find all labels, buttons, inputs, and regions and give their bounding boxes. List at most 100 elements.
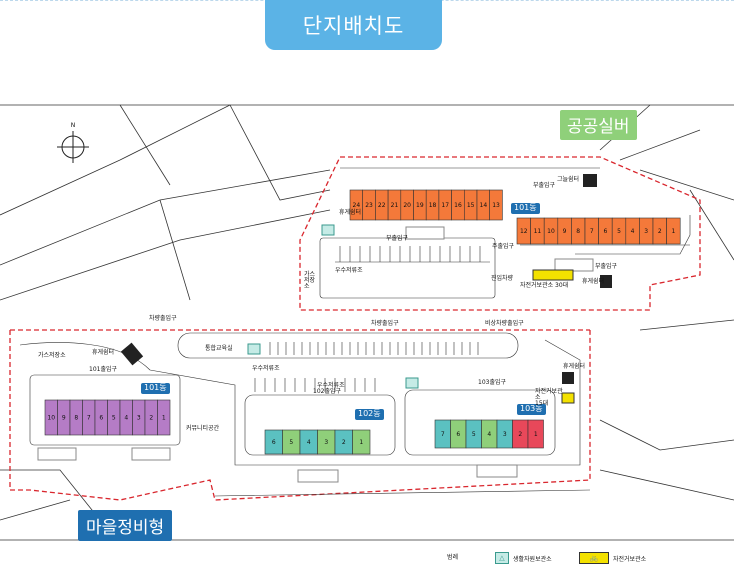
rest-area-right-block: [562, 372, 574, 384]
unit-1: [352, 429, 371, 455]
unit-number: 2: [342, 439, 346, 446]
unit-number: 4: [307, 439, 311, 446]
parking-sign-102: [297, 469, 339, 483]
unit-1: [157, 399, 171, 436]
unit-number: 1: [671, 228, 675, 235]
unit-number: 3: [324, 439, 328, 446]
unit-number: 10: [547, 228, 555, 235]
parking-sign-silver-1: [405, 226, 445, 240]
label-entrance-101: 101출입구: [89, 366, 118, 373]
unit-number: 11: [534, 228, 542, 235]
unit-number: 6: [456, 431, 460, 438]
label-sub-entrance-3: 부출입구: [595, 263, 618, 270]
north-label: N: [71, 122, 76, 129]
label-rain-storage-2: 우수저류조: [252, 365, 280, 372]
unit-number: 14: [480, 202, 488, 209]
unit-number: 3: [503, 431, 507, 438]
unit-number: 5: [472, 431, 476, 438]
unit-number: 3: [137, 415, 141, 422]
bike-storage-village: [561, 392, 575, 404]
label-rest-area-1: 휴게쉼터: [339, 209, 362, 216]
unit-number: 5: [617, 228, 621, 235]
legend-recycle: △ 생활자원보관소: [495, 552, 552, 564]
label-entrance-103: 103출입구: [478, 379, 507, 386]
label-traffic-area: 통합교육실: [205, 345, 233, 352]
legend-recycle-label: 생활자원보관소: [513, 555, 552, 563]
unit-number: 23: [365, 202, 373, 209]
unit-number: 9: [563, 228, 567, 235]
garden-block: [583, 174, 597, 187]
zone-label-silver: 공공실버: [560, 110, 637, 140]
unit-number: 18: [429, 202, 437, 209]
label-rest-area-2: 휴게쉼터: [582, 278, 605, 285]
building-tag-101-village: 101동: [141, 383, 170, 394]
unit-number: 5: [112, 415, 116, 422]
label-main-entrance: 주출입구: [492, 243, 515, 250]
unit-number: 4: [631, 228, 635, 235]
unit-number: 12: [520, 228, 528, 235]
parking-sign-silver-2: [554, 258, 594, 272]
unit-number: 22: [378, 202, 386, 209]
label-gas-storage-left: 가스저장소: [38, 352, 66, 359]
page-title: 단지배치도: [265, 0, 442, 50]
unit-number: 24: [353, 202, 361, 209]
unit-number: 19: [416, 202, 424, 209]
bicycle-icon: 🚲: [579, 552, 609, 564]
unit-number: 1: [359, 439, 363, 446]
label-rest-area-right: 휴게쉼터: [563, 363, 586, 370]
unit-number: 9: [62, 415, 66, 422]
building-tag-103: 103동: [517, 404, 546, 415]
label-vehicle-entrance-left: 차량출입구: [149, 315, 177, 322]
label-sub-entrance-1: 부출입구: [386, 235, 409, 242]
unit-number: 5: [289, 439, 293, 446]
unit-number: 20: [403, 202, 411, 209]
unit-number: 15: [467, 202, 475, 209]
unit-1: [666, 217, 681, 245]
parking-sign-103: [476, 464, 518, 478]
recycle-station-silver: [321, 224, 335, 236]
unit-number: 7: [87, 415, 91, 422]
unit-number: 21: [391, 202, 399, 209]
unit-1: [527, 419, 544, 449]
rest-area-village-block: [120, 342, 144, 366]
north-arrow-icon: [57, 131, 89, 163]
surrounding-roads: [0, 104, 734, 541]
unit-number: 17: [441, 202, 449, 209]
label-bike-storage-30: 자전거보관소 30대: [520, 282, 569, 289]
unit-number: 1: [534, 431, 538, 438]
building-tag-101-silver: 101동: [511, 203, 540, 214]
silver-zone-boundary: [299, 156, 701, 311]
parking-sign-101-b: [131, 447, 171, 461]
legend-bike: 🚲 자전거보관소: [579, 552, 646, 564]
unit-number: 7: [590, 228, 594, 235]
label-vehicle-entrance-top: 차량출입구: [371, 320, 399, 327]
label-garden: 그늘쉼터: [557, 176, 580, 183]
boundary-hatching: [214, 167, 600, 497]
recycle-station-village-top: [247, 343, 261, 355]
label-rain-storage-3: 우수저류조: [317, 382, 345, 389]
label-emergency-entrance: 비상차량출입구: [485, 320, 524, 327]
rest-area-silver-block: [600, 275, 612, 288]
bike-storage-silver: [532, 269, 574, 281]
unit-13: [489, 189, 503, 221]
label-approach-road: 진입차량: [491, 275, 514, 282]
unit-number: 4: [124, 415, 128, 422]
zone-label-village: 마을정비형: [78, 510, 173, 541]
label-rain-storage-1: 우수저류조: [335, 267, 363, 274]
label-community: 커뮤니티공간: [186, 425, 220, 432]
unit-number: 6: [99, 415, 103, 422]
unit-number: 8: [576, 228, 580, 235]
unit-number: 4: [487, 431, 491, 438]
label-entrance-102: 102출입구: [313, 388, 342, 395]
legend-title: 범례: [447, 554, 459, 561]
recycle-station-103: [405, 377, 419, 389]
parking-sign-101-a: [37, 447, 77, 461]
recycle-icon: △: [495, 552, 509, 564]
